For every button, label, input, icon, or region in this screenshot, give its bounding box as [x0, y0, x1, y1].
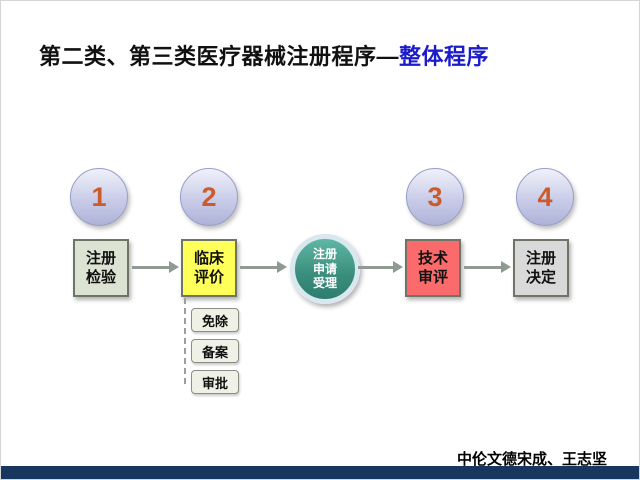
- step-box-technical-review: 技术 审评: [405, 239, 461, 297]
- arrow-right-icon: [464, 261, 511, 273]
- step-number-1: 1: [91, 181, 107, 212]
- step-number-4: 4: [537, 181, 553, 212]
- page-title: 第二类、第三类医疗器械注册程序—整体程序: [39, 39, 489, 71]
- step-number-2: 2: [201, 181, 217, 212]
- step-box-registration-decision: 注册 决定: [513, 239, 569, 297]
- step-box-1-line2: 检验: [85, 269, 116, 286]
- acceptance-line1: 注册: [312, 247, 337, 262]
- step-box-registration-inspection: 注册 检验: [73, 239, 129, 297]
- step-box-2-line2: 评价: [193, 269, 224, 286]
- title-highlight-text: 整体程序: [399, 44, 490, 69]
- arrow-right-icon: [240, 261, 287, 273]
- acceptance-line2: 申请: [312, 261, 337, 276]
- arrow-right-icon: [132, 261, 179, 273]
- clinical-option-filing: 备案: [191, 339, 239, 363]
- acceptance-line3: 受理: [312, 276, 337, 291]
- step-box-4-line1: 注册: [525, 249, 556, 267]
- arrow-right-icon: [358, 261, 403, 273]
- step-number-3: 3: [427, 181, 443, 212]
- clinical-option-approval: 审批: [191, 370, 239, 394]
- dashed-connector: [184, 298, 186, 384]
- acceptance-circle: 注册 申请 受理: [290, 234, 360, 304]
- step-box-clinical-evaluation: 临床 评价: [181, 239, 237, 297]
- clinical-option-exemption: 免除: [191, 308, 239, 332]
- step-box-4-line2: 决定: [525, 269, 556, 286]
- step-number-circle-2: 2: [180, 168, 238, 226]
- step-number-circle-3: 3: [406, 168, 464, 226]
- clinical-option-3-label: 审批: [201, 375, 228, 391]
- title-main-text: 第二类、第三类医疗器械注册程序—: [39, 44, 400, 69]
- step-box-3-line2: 审评: [417, 269, 448, 286]
- step-number-circle-1: 1: [70, 168, 128, 226]
- clinical-option-1-label: 免除: [201, 313, 228, 329]
- clinical-option-2-label: 备案: [201, 344, 228, 360]
- step-number-circle-4: 4: [516, 168, 574, 226]
- step-box-3-line1: 技术: [417, 249, 448, 267]
- step-box-1-line1: 注册: [85, 249, 116, 267]
- step-box-2-line1: 临床: [193, 249, 224, 267]
- footer-credit: 中伦文德宋成、王志坚: [456, 451, 607, 468]
- bottom-bar: [1, 466, 639, 479]
